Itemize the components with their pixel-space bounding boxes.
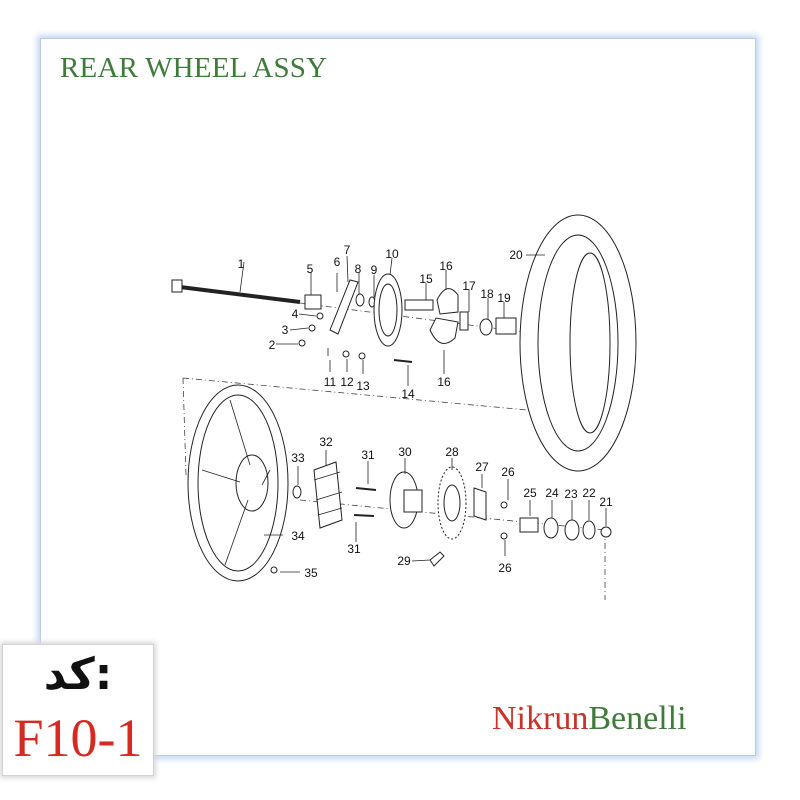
- diagram-title: REAR WHEEL ASSY: [60, 52, 328, 84]
- part-label: 31: [361, 448, 375, 462]
- left-axis-line: [182, 377, 187, 476]
- diagram-frame: [40, 38, 756, 756]
- brand-logo: NikrunBenelli: [492, 700, 687, 738]
- part-label: 2: [269, 338, 276, 352]
- part-label: 29: [397, 554, 411, 568]
- part-label: 16: [439, 259, 453, 273]
- spacer-part-22: [582, 520, 596, 540]
- bolt-part-14: [393, 359, 413, 363]
- part-label: 6: [334, 255, 341, 269]
- part-label: 22: [582, 486, 596, 500]
- spring-part-17: [459, 311, 469, 331]
- part-label: 12: [340, 375, 354, 389]
- brand-part-1: Nikrun: [492, 700, 589, 737]
- part-label: 19: [497, 291, 511, 305]
- part-label: 9: [371, 263, 378, 277]
- spacer-part-25: [519, 517, 539, 533]
- part-label: 32: [319, 435, 333, 449]
- sprocket-part: [437, 466, 467, 540]
- washer-part-3: [308, 324, 316, 332]
- part-label: 34: [291, 529, 305, 543]
- wheel-rim-part: [187, 384, 289, 582]
- part-label: 4: [292, 307, 299, 321]
- seal-part-23: [564, 519, 580, 541]
- code-value: F10-1: [13, 708, 143, 768]
- part-label: 20: [509, 248, 523, 262]
- spacer-part-5: [304, 294, 322, 310]
- spacer-part-19: [495, 317, 517, 335]
- nut-part-26b: [500, 532, 508, 540]
- washer-part-12: [342, 350, 350, 358]
- valve-part-35: [270, 566, 278, 574]
- part-label: 33: [291, 451, 305, 465]
- nut-part-26a: [500, 501, 508, 509]
- part-label: 21: [599, 495, 613, 509]
- nut-part-21: [600, 526, 612, 538]
- part-label: 17: [462, 279, 476, 293]
- part-label: 26: [498, 561, 512, 575]
- part-labels: 1 2 3 4 5 6 7 8 9 10 11 12 13 14 15 16 1…: [238, 243, 613, 580]
- bolt-part-31a: [355, 487, 377, 491]
- part-label: 10: [385, 247, 399, 261]
- code-label: کد:: [43, 649, 113, 700]
- part-label: 1: [238, 257, 245, 271]
- shoe-part-16a: [436, 288, 459, 315]
- part-label: 5: [307, 262, 314, 276]
- part-label: 23: [564, 487, 578, 501]
- damper-part: [313, 461, 343, 529]
- middle-axis-line: [182, 377, 528, 411]
- plate-part-27: [473, 487, 487, 521]
- part-label: 28: [445, 445, 459, 459]
- part-label: 31: [347, 542, 361, 556]
- nut-part-13: [358, 352, 366, 360]
- bolt-part-31b: [353, 514, 375, 517]
- code-box: کد: F10-1: [2, 644, 154, 776]
- chain-joint-part-29: [429, 551, 445, 567]
- washer-part-8: [355, 293, 365, 307]
- bearing-part-33: [292, 485, 302, 499]
- bolt-part-4: [316, 312, 324, 320]
- part-label: 15: [419, 272, 433, 286]
- axle-part: [171, 279, 301, 304]
- tire-part: [519, 214, 637, 472]
- cam-part-15: [404, 299, 434, 311]
- part-label: 35: [304, 566, 318, 580]
- part-label: 16: [437, 375, 451, 389]
- part-label: 30: [398, 445, 412, 459]
- part-label: 25: [523, 486, 537, 500]
- brand-part-2: Benelli: [588, 700, 687, 737]
- part-label: 3: [282, 323, 289, 337]
- part-label: 14: [401, 387, 415, 401]
- seal-part-18: [479, 318, 493, 336]
- part-label: 27: [475, 460, 489, 474]
- hub-part: [389, 471, 423, 529]
- part-label: 26: [501, 465, 515, 479]
- part-label: 24: [545, 486, 559, 500]
- part-label: 18: [480, 287, 494, 301]
- nut-part-2: [298, 339, 306, 347]
- shoe-part-16b: [429, 317, 459, 344]
- part-label: 8: [355, 262, 362, 276]
- arm-part-6: [329, 279, 359, 335]
- part-label: 13: [356, 379, 370, 393]
- brake-plate-part-10: [373, 273, 403, 347]
- bearing-part-24: [543, 517, 559, 539]
- part-label: 7: [344, 243, 351, 257]
- part-label: 11: [324, 375, 337, 389]
- leader-lines: [239, 254, 607, 573]
